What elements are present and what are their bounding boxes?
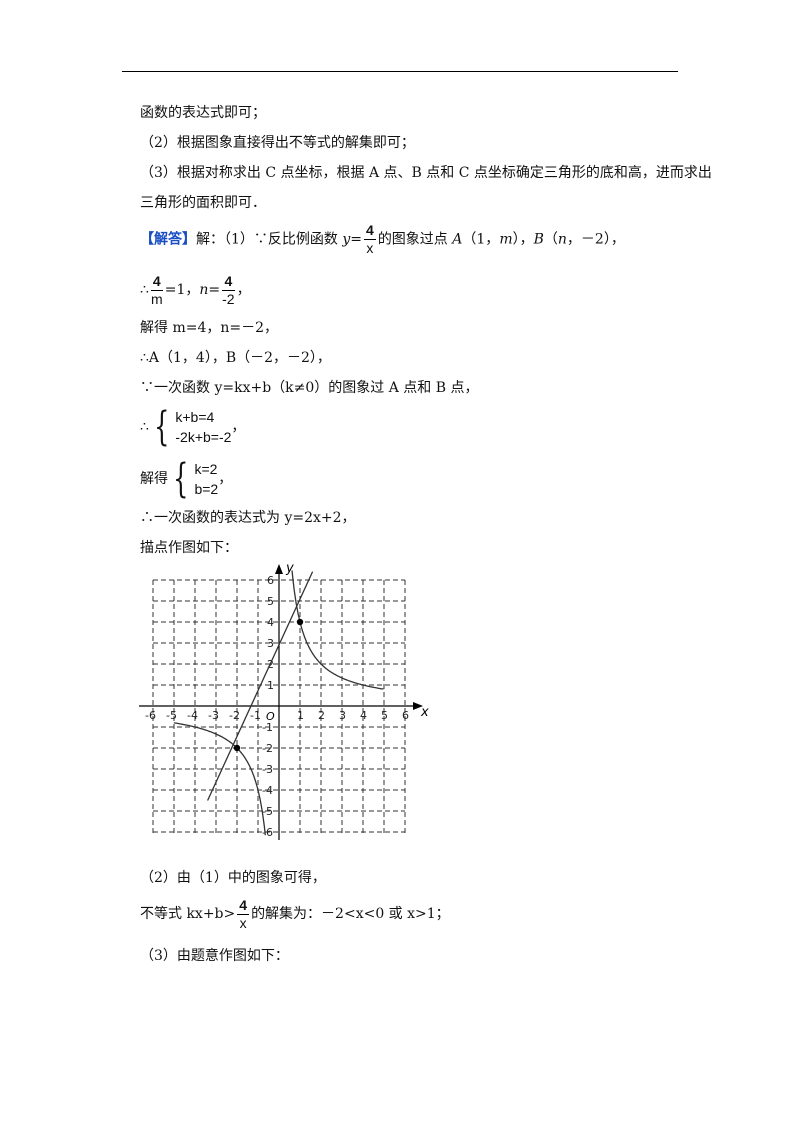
- fraction-4-over-minus-2: 4-2: [222, 272, 235, 307]
- y-tick-label: 3: [267, 637, 274, 650]
- intro-line-4: 三角形的面积即可．: [140, 195, 266, 211]
- y-tick-label: -3: [262, 763, 273, 776]
- intro-line-1: 函数的表达式即可；: [140, 105, 266, 121]
- x-tick-label: -6: [145, 709, 156, 722]
- header-rule: [122, 71, 678, 72]
- hyperbola-branch-1: [291, 570, 384, 690]
- y-axis-label: y: [285, 561, 294, 576]
- origin-label: O: [266, 710, 275, 723]
- y-tick-label: -5: [262, 805, 273, 818]
- x-axis-arrow-icon: [413, 702, 423, 710]
- x-tick-label: 1: [297, 709, 304, 722]
- solution-line-3: 解得 m=4，n=－2，: [140, 320, 279, 336]
- x-axis-label: x: [420, 705, 429, 720]
- brace-icon: {: [173, 456, 189, 502]
- equation-system: k+b=4-2k+b=-2: [175, 409, 232, 445]
- x-tick-label: 5: [381, 709, 388, 722]
- solution-line-6: ∴{k+b=4-2k+b=-2，: [140, 404, 246, 450]
- x-tick-label: -3: [208, 709, 219, 722]
- part3-line-1: （3）由题意作图如下：: [140, 948, 289, 964]
- linear-function-line: [207, 571, 314, 801]
- x-tick-label: -1: [250, 709, 261, 722]
- x-tick-label: 2: [318, 709, 325, 722]
- brace-icon: {: [154, 404, 170, 450]
- dashed-grid: [152, 579, 406, 833]
- solution-line-8: ∴一次函数的表达式为 y=2x+2，: [140, 510, 356, 526]
- intro-line-3: （3）根据对称求出 C 点坐标，根据 A 点、B 点和 C 点坐标确定三角形的底…: [140, 165, 712, 181]
- intro-line-2: （2）根据图象直接得出不等式的解集即可；: [140, 135, 415, 151]
- solution-line-9: 描点作图如下：: [140, 540, 238, 556]
- answer-tag: 【解答】: [140, 231, 196, 248]
- x-tick-label: -4: [187, 709, 198, 722]
- y-tick-label: 1: [267, 679, 274, 692]
- solution-line-4: ∴A（1，4），B（－2，－2），: [140, 350, 331, 366]
- x-tick-label: -2: [229, 709, 240, 722]
- hyperbola-branch-2: [173, 722, 266, 836]
- intersection-point: [296, 618, 304, 626]
- intersection-point: [233, 744, 241, 752]
- x-tick-label: 6: [402, 709, 409, 722]
- y-tick-label: 4: [267, 616, 274, 629]
- y-tick-label: -6: [262, 826, 273, 839]
- y-tick-label: 5: [267, 595, 274, 608]
- y-tick-label: -1: [262, 721, 273, 734]
- x-tick-labels: -6 -5 -4 -3 -2 -1 1 2 3 4 5 6: [145, 709, 409, 722]
- y-tick-label: -4: [262, 784, 273, 797]
- y-axis-arrow-icon: [275, 564, 283, 574]
- intersection-points: [233, 618, 304, 752]
- solution-line-5: ∵一次函数 y=kx+b（k≠0）的图象过 A 点和 B 点，: [140, 380, 479, 396]
- y-tick-label: 6: [267, 574, 274, 587]
- x-tick-label: 4: [360, 709, 367, 722]
- part2-line-1: （2）由（1）中的图象可得，: [140, 870, 326, 886]
- x-tick-label: -5: [166, 709, 177, 722]
- y-tick-label: -2: [262, 742, 273, 755]
- x-tick-label: 3: [339, 709, 346, 722]
